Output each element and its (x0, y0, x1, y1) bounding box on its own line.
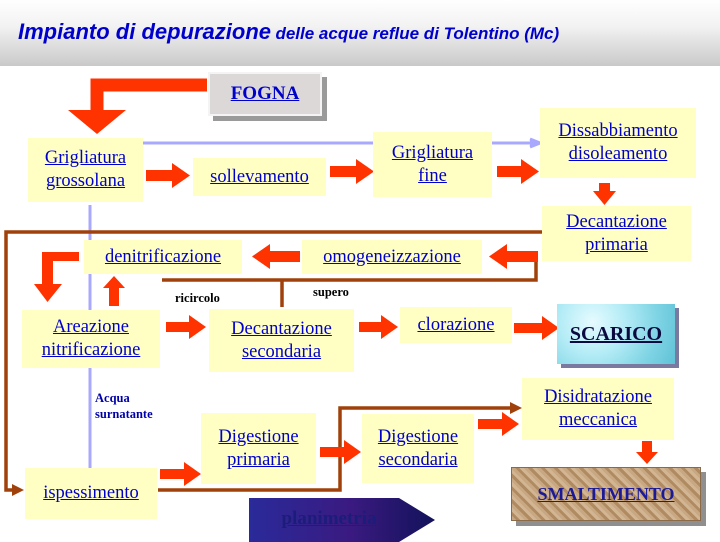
node-digestione-primaria[interactable]: Digestione primaria (201, 413, 316, 484)
node-decantazione-secondaria[interactable]: Decantazione secondaria (209, 309, 354, 372)
node-label-line1: Digestione (377, 426, 459, 447)
supero-label: supero (313, 285, 349, 299)
node-grigliatura-grossolana[interactable]: Grigliatura grossolana (28, 138, 143, 202)
node-dissabbiamento[interactable]: Dissabbiamento disoleamento (540, 108, 696, 178)
node-label-line1: Grigliatura (391, 142, 474, 163)
node-disidratazione[interactable]: Disidratazione meccanica (522, 378, 674, 440)
node-digestione-secondaria[interactable]: Digestione secondaria (362, 414, 474, 483)
acqua-surnatante-label: Acqua surnatante (95, 390, 153, 422)
node-decantazione-primaria[interactable]: Decantazione primaria (542, 206, 691, 261)
node-label-line1: Decantazione (231, 318, 332, 339)
ricircolo-label: ricircolo (175, 291, 220, 305)
acqua-surnatante-line1: Acqua (95, 391, 130, 405)
fogna-inlet-arrow (68, 78, 207, 134)
node-areazione[interactable]: Areazione nitrificazione (22, 310, 160, 368)
node-label-line2: secondaria (241, 341, 322, 362)
node-label-line1: Dissabbiamento (558, 121, 678, 141)
node-scarico[interactable]: SCARICO (557, 304, 675, 364)
node-label-line2: nitrificazione (41, 340, 141, 360)
node-label-line1: Decantazione (566, 211, 667, 232)
node-denitrificazione[interactable]: denitrificazione (84, 240, 242, 274)
title-sub: delle acque reflue di Tolentino (Mc) (275, 24, 560, 43)
title-main: Impianto di depurazione (18, 19, 272, 44)
node-label-line1: Grigliatura (44, 148, 127, 168)
node-label-line2: primaria (227, 449, 290, 470)
node-label-line2: disoleamento (568, 144, 668, 164)
node-ispessimento[interactable]: ispessimento (25, 468, 157, 519)
node-label-line2: grossolana (45, 171, 126, 191)
node-label-line2: secondaria (378, 449, 458, 470)
flow-arrows (34, 159, 658, 486)
node-label-line2: primaria (585, 234, 648, 255)
planimetria-button-shape[interactable] (249, 498, 435, 542)
title-bar (0, 0, 720, 66)
node-fogna[interactable]: FOGNA (208, 72, 322, 116)
node-sollevamento[interactable]: sollevamento (193, 158, 326, 196)
node-smaltimento[interactable]: SMALTIMENTO (511, 467, 701, 521)
page-title: Impianto di depurazione delle acque refl… (18, 19, 559, 45)
node-label-line2: meccanica (558, 410, 638, 430)
node-label-line2: fine (418, 165, 447, 186)
acqua-surnatante-line2: surnatante (95, 407, 153, 421)
node-clorazione[interactable]: clorazione (400, 307, 512, 343)
planimetria-link[interactable]: planimetria (281, 508, 377, 529)
node-label-line1: Areazione (52, 317, 129, 337)
node-label-line1: Digestione (218, 426, 299, 447)
node-grigliatura-fine[interactable]: Grigliatura fine (373, 132, 492, 197)
node-label-line1: Disidratazione (544, 387, 652, 407)
node-omogeneizzazione[interactable]: omogeneizzazione (302, 240, 482, 274)
